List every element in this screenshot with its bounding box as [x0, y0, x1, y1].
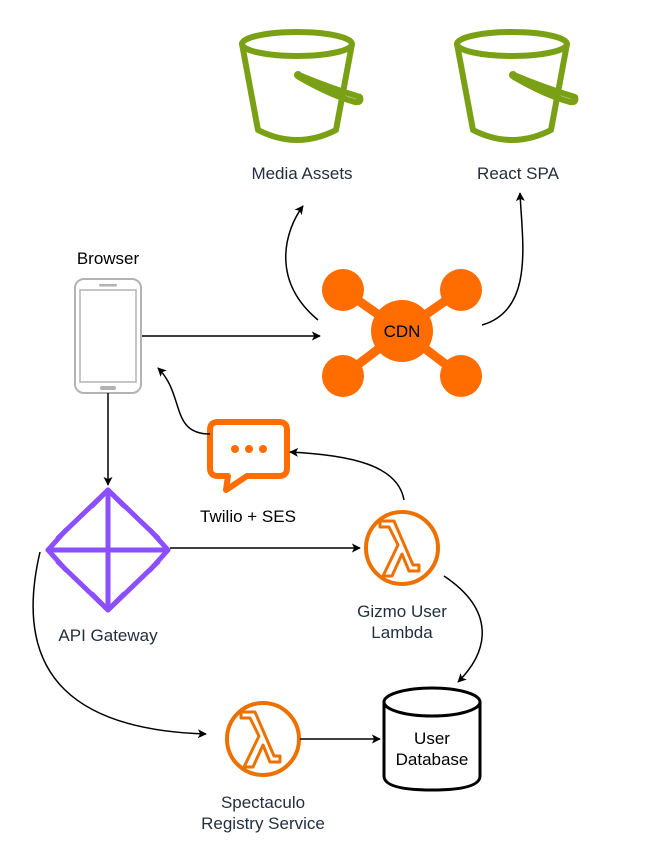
database-cylinder-icon	[382, 686, 482, 792]
s3-bucket-icon	[454, 29, 579, 143]
user-database-label: User Database	[395, 729, 469, 769]
gizmo-to-sms-arrow	[289, 447, 405, 501]
sms-to-browser-arrow	[157, 367, 211, 435]
react-spa-label: React SPA	[477, 164, 559, 183]
gizmo-to-database-arrow	[443, 575, 483, 683]
cdn-to-spa-arrow	[481, 192, 525, 326]
mobile-phone-icon	[74, 278, 142, 394]
s3-bucket-icon	[239, 29, 364, 143]
twilio-ses-label: Twilio + SES	[200, 507, 296, 526]
gizmo-user-lambda-label: Gizmo User Lambda	[357, 602, 447, 642]
media-assets-label: Media Assets	[251, 164, 353, 183]
chat-bubble-icon	[207, 419, 290, 493]
spectaculo-registry-label: Spectaculo Registry Service	[201, 793, 325, 833]
api-gateway-label: API Gateway	[58, 626, 158, 645]
gateway-to-spectaculo-arrow	[32, 551, 207, 739]
cdn-to-media-arrow	[285, 205, 319, 321]
api-gateway-icon	[45, 487, 171, 613]
lambda-icon	[364, 510, 440, 586]
cdn-label: CDN	[383, 322, 421, 341]
lambda-icon	[225, 701, 301, 777]
browser-label: Browser	[76, 249, 140, 268]
cdn-hub-icon	[322, 269, 482, 397]
